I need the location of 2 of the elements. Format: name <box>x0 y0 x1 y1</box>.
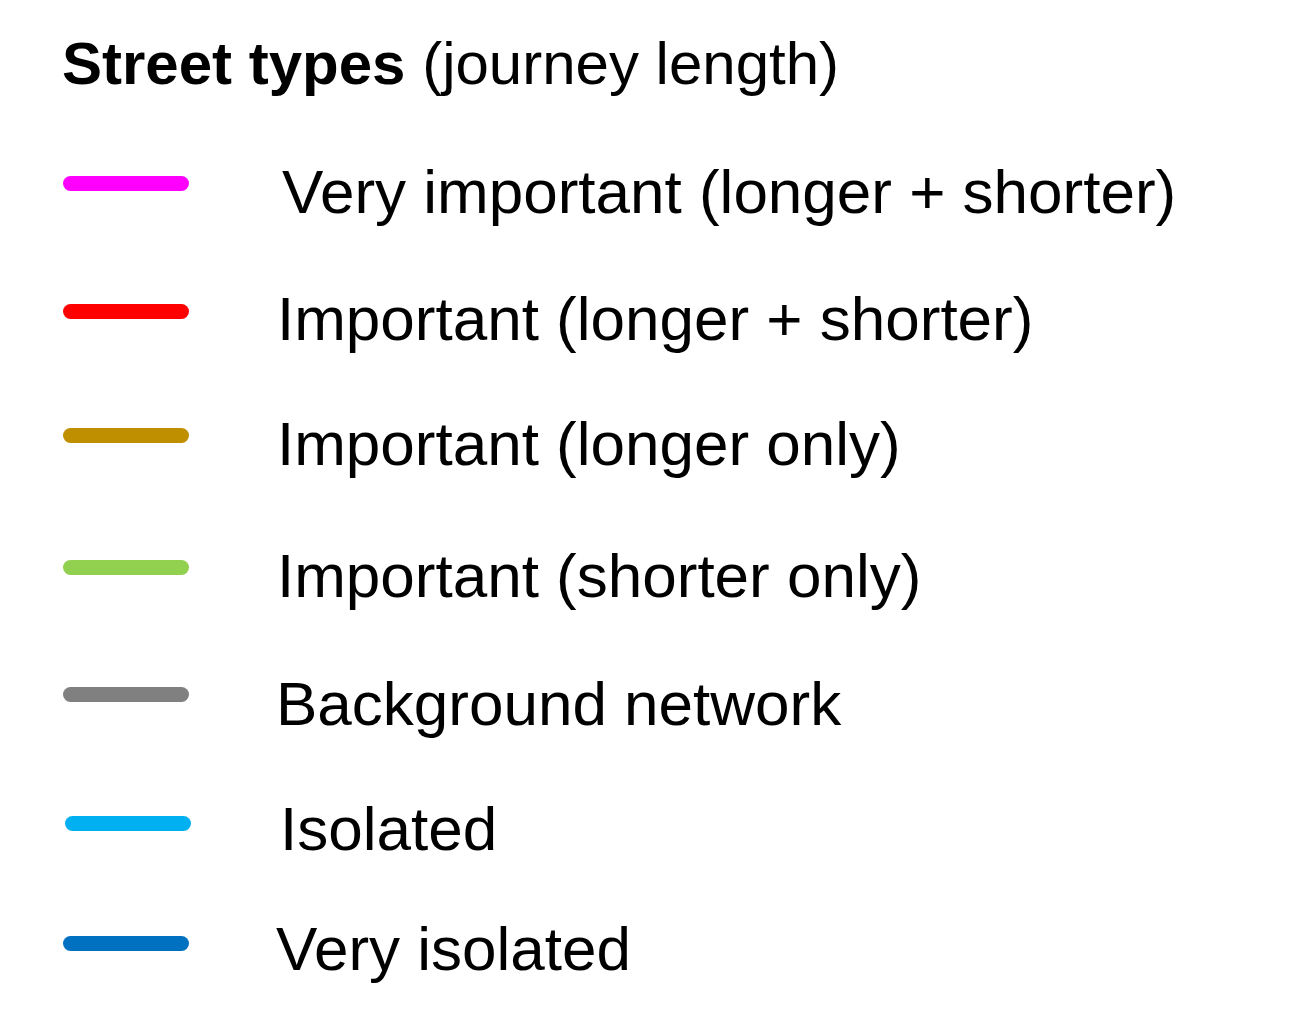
legend-label: Isolated <box>280 798 498 860</box>
legend-title: Street types (journey length) <box>62 34 840 94</box>
